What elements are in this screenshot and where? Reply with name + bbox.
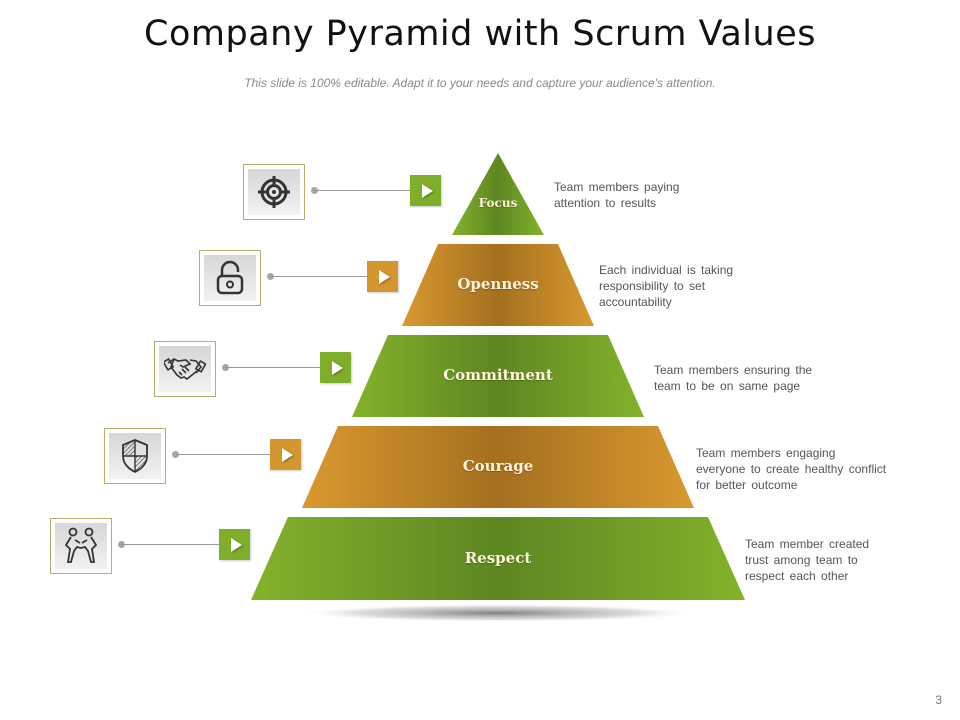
shield-icon: [109, 433, 161, 479]
description-line: for better outcome: [696, 478, 798, 492]
play-icon: [230, 537, 242, 552]
tier-description: Team members engaging everyone to create …: [696, 445, 886, 493]
tier-label: Focus: [478, 196, 518, 210]
connector-line: [176, 454, 270, 455]
description-line: trust among team to: [745, 553, 858, 567]
play-arrow-button: [367, 261, 398, 292]
icon-box: [243, 164, 305, 220]
connector-line: [226, 367, 320, 368]
tier-label: Respect: [464, 548, 532, 567]
play-arrow-button: [410, 175, 441, 206]
connector-dot: [172, 451, 179, 458]
pyramid-tier-courage: [302, 426, 694, 508]
tier-label: Openness: [457, 275, 539, 293]
pyramid-shadow: [298, 604, 698, 622]
tier-label: Commitment: [443, 366, 553, 384]
play-icon: [378, 269, 390, 284]
description-line: attention to results: [554, 196, 657, 210]
pyramid-tier-openness: [402, 244, 594, 326]
icon-box: [199, 250, 261, 306]
connector-line: [271, 276, 367, 277]
description-line: Team members engaging: [696, 446, 836, 460]
description-line: Each individual is taking: [599, 263, 734, 277]
connector-line: [315, 190, 410, 191]
slide-title: Company Pyramid with Scrum Values: [144, 14, 816, 54]
description-line: accountability: [599, 295, 672, 309]
tier-description: Team members paying attention to results: [554, 179, 679, 211]
description-line: responsibility to set: [599, 279, 706, 293]
page-number: 3: [935, 693, 942, 707]
slide-subtitle: This slide is 100% editable. Adapt it to…: [244, 76, 716, 90]
play-arrow-button: [320, 352, 351, 383]
target-icon: [248, 169, 300, 215]
play-arrow-button: [270, 439, 301, 470]
play-icon: [421, 183, 433, 198]
connector-dot: [311, 187, 318, 194]
tier-label: Courage: [462, 457, 534, 475]
play-arrow-button: [219, 529, 250, 560]
tier-description: Team members ensuring the team to be on s…: [654, 362, 812, 394]
icon-box: [50, 518, 112, 574]
connector-dot: [118, 541, 125, 548]
description-line: Team member created: [745, 537, 870, 551]
tier-description: Team member created trust among team to re…: [745, 536, 869, 584]
icon-box: [154, 341, 216, 397]
connector-line: [122, 544, 219, 545]
icon-box: [104, 428, 166, 484]
unlock-icon: [204, 255, 256, 301]
play-icon: [331, 360, 343, 375]
description-line: everyone to create healthy conflict: [696, 462, 887, 476]
description-line: Team members paying: [554, 180, 680, 194]
description-line: respect each other: [745, 569, 849, 583]
handshake-icon: [159, 346, 211, 392]
pyramid-tier-focus: [452, 153, 544, 235]
pyramid-tier-respect: [251, 517, 745, 600]
people-supporting-icon: [55, 523, 107, 569]
description-line: team to be on same page: [654, 379, 801, 393]
connector-dot: [267, 273, 274, 280]
tier-description: Each individual is taking responsibility …: [599, 262, 733, 310]
description-line: Team members ensuring the: [654, 363, 813, 377]
pyramid-tier-commitment: [352, 335, 644, 417]
connector-dot: [222, 364, 229, 371]
play-icon: [281, 447, 293, 462]
